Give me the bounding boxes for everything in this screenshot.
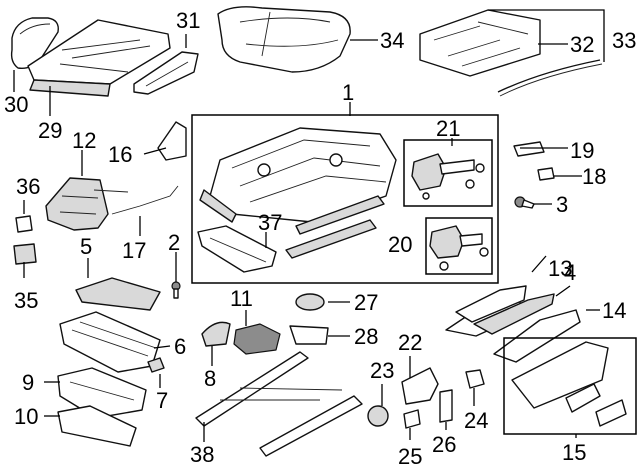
part-18-pin[interactable] xyxy=(537,167,555,181)
part-27-motor-cap[interactable] xyxy=(295,293,325,311)
part-11-switch[interactable] xyxy=(233,323,281,355)
callout-32: 32 xyxy=(570,32,594,57)
callout-3: 3 xyxy=(556,192,568,217)
part-19-clip[interactable] xyxy=(513,141,545,157)
part-32-heater-element[interactable] xyxy=(419,9,603,97)
part-12-side-panel[interactable] xyxy=(45,177,129,231)
callout-1: 1 xyxy=(342,80,354,105)
callout-38: 38 xyxy=(190,442,214,467)
part-7-clip[interactable] xyxy=(147,357,165,373)
callout-4: 4 xyxy=(564,260,576,285)
part-37-rail-2[interactable] xyxy=(285,219,377,259)
callout-35: 35 xyxy=(14,288,38,313)
part-13-side-shield[interactable] xyxy=(445,285,527,337)
callout-9: 9 xyxy=(22,370,34,395)
callout-20: 20 xyxy=(388,232,412,257)
callout-30: 30 xyxy=(4,92,28,117)
callout-33: 33 xyxy=(612,28,636,53)
callout-10: 10 xyxy=(14,404,38,429)
part-6-support[interactable] xyxy=(59,311,161,373)
part-26-knob[interactable] xyxy=(439,389,453,423)
part-22-switch[interactable] xyxy=(401,367,439,405)
callout-16: 16 xyxy=(108,142,132,167)
callout-19: 19 xyxy=(570,138,594,163)
callout-5: 5 xyxy=(80,234,92,259)
callout-6: 6 xyxy=(174,334,186,359)
callout-31: 31 xyxy=(176,8,200,33)
part-5-panel[interactable] xyxy=(75,277,161,311)
part-38-track[interactable] xyxy=(195,351,363,457)
part-28-bracket[interactable] xyxy=(289,325,329,345)
switch-kit-15-box xyxy=(503,337,637,435)
callout-37: 37 xyxy=(258,210,282,235)
callout-27: 27 xyxy=(354,290,378,315)
frame-assembly-box xyxy=(191,114,499,284)
part-25-cap[interactable] xyxy=(403,409,421,429)
callout-14: 14 xyxy=(602,298,626,323)
callout-12: 12 xyxy=(72,128,96,153)
callout-18: 18 xyxy=(582,164,606,189)
subassembly-20-box xyxy=(425,217,493,275)
callout-labels: 30 29 31 34 32 33 1 21 19 18 3 16 12 36 … xyxy=(4,8,636,469)
part-29-seat-cushion-pad[interactable] xyxy=(27,19,171,97)
callout-21: 21 xyxy=(436,116,460,141)
part-37-rail[interactable] xyxy=(197,225,277,273)
callout-2: 2 xyxy=(168,230,180,255)
part-36-clip[interactable] xyxy=(15,215,33,233)
callout-29: 29 xyxy=(38,118,62,143)
subassembly-21-box xyxy=(403,139,493,207)
callout-23: 23 xyxy=(370,358,394,383)
part-1-seat-frame[interactable] xyxy=(199,127,397,235)
callout-13: 13 xyxy=(548,256,572,281)
leader-lines xyxy=(13,9,605,442)
part-8-knob[interactable] xyxy=(201,321,231,347)
part-31-side-trim[interactable] xyxy=(133,51,199,95)
part-2-screw[interactable] xyxy=(171,281,181,299)
part-21-motor[interactable] xyxy=(411,153,485,200)
callout-11: 11 xyxy=(230,286,253,311)
callout-25: 25 xyxy=(398,444,422,469)
callout-7: 7 xyxy=(156,388,168,413)
part-30-side-bolster[interactable] xyxy=(10,17,59,70)
part-15-switch-bezels[interactable] xyxy=(511,341,627,427)
part-16-handle[interactable] xyxy=(157,121,187,161)
part-17-cable[interactable] xyxy=(111,185,179,215)
part-4-trim[interactable] xyxy=(473,293,555,335)
part-10-bar[interactable] xyxy=(57,405,137,447)
callout-34: 34 xyxy=(380,28,404,53)
part-14-trim[interactable] xyxy=(493,309,581,363)
callout-17: 17 xyxy=(122,238,146,263)
part-23-motor[interactable] xyxy=(367,405,389,427)
callout-22: 22 xyxy=(398,330,422,355)
callout-15: 15 xyxy=(562,440,586,465)
part-9-pan[interactable] xyxy=(57,367,147,419)
part-24-cap[interactable] xyxy=(465,369,485,389)
callout-8: 8 xyxy=(204,366,216,391)
part-20-motor[interactable] xyxy=(429,225,489,271)
part-34-seat-cover[interactable] xyxy=(217,6,351,73)
callout-28: 28 xyxy=(354,324,378,349)
part-35-clip[interactable] xyxy=(13,243,37,265)
callout-26: 26 xyxy=(432,432,456,457)
callout-24: 24 xyxy=(464,408,488,433)
callout-36: 36 xyxy=(16,174,40,199)
part-3-bolt[interactable] xyxy=(514,196,535,209)
